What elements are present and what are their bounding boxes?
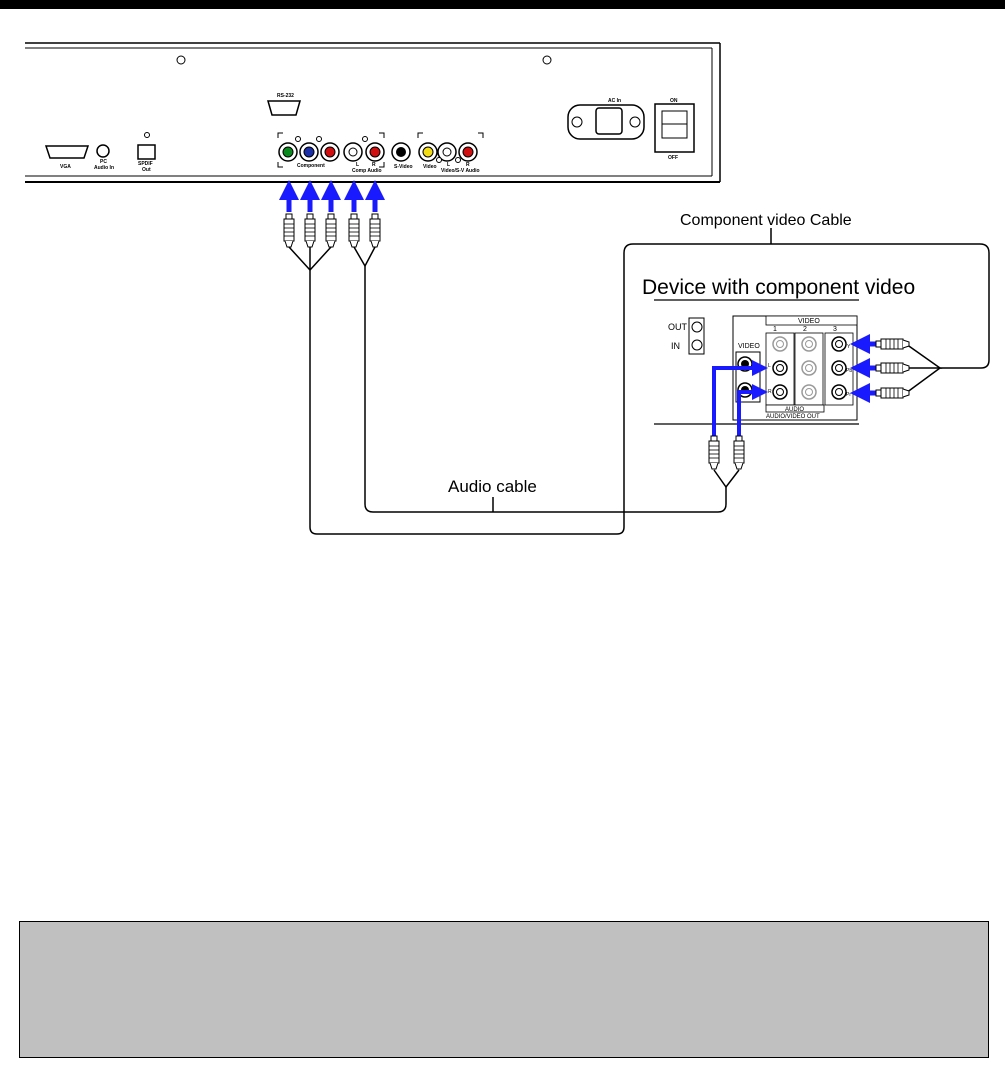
svg-text:PC: PC	[100, 159, 107, 165]
screw-icon	[176, 55, 186, 65]
svg-text:Video: Video	[423, 164, 437, 170]
ac-in-label: AC In	[608, 98, 621, 104]
tv-input-arrows	[279, 180, 385, 212]
svg-text:AUDIO: AUDIO	[785, 407, 804, 413]
component-cable-label: Component video Cable	[680, 212, 852, 229]
on-label: ON	[670, 98, 678, 104]
top-rule	[0, 0, 1005, 9]
screw-icon	[542, 55, 552, 65]
svg-text:OUT: OUT	[668, 322, 688, 332]
rca-plug-icon	[369, 213, 381, 248]
svg-text:Comp Audio: Comp Audio	[352, 168, 382, 174]
rs232-port	[267, 100, 301, 116]
svg-text:R: R	[372, 162, 376, 168]
svg-text:L: L	[768, 363, 771, 369]
rca-plug-icon	[325, 213, 337, 248]
rs232-label: RS-232	[277, 93, 294, 99]
device-panel: Device with component video OUT IN VIDEO…	[642, 276, 915, 425]
svg-text:3: 3	[833, 326, 837, 333]
svg-text:S-Video: S-Video	[394, 164, 413, 170]
device-video-connectors	[850, 334, 910, 403]
tv-back-panel: RS-232 AC In ON OFF VGA PC Audio In SPDI…	[25, 42, 721, 183]
note-box	[19, 921, 989, 1058]
device-audio-connectors	[708, 360, 768, 470]
svg-text:VIDEO: VIDEO	[738, 343, 760, 350]
rca-plug-icon	[348, 213, 360, 248]
svg-text:IN: IN	[671, 341, 680, 351]
rca-plug-icon	[875, 362, 910, 374]
svg-text:Pr: Pr	[846, 392, 851, 398]
blue-arrow-icon	[712, 360, 768, 438]
svg-text:Y: Y	[847, 344, 851, 350]
svg-text:R: R	[466, 162, 470, 168]
rca-plug-icon	[283, 213, 295, 248]
audio-cable-label: Audio cable	[448, 477, 537, 496]
vga-port	[44, 145, 90, 159]
svg-text:VIDEO: VIDEO	[798, 318, 820, 325]
svg-text:2: 2	[803, 326, 807, 333]
svg-text:SPDIF: SPDIF	[138, 161, 153, 167]
pc-audio-jack	[96, 144, 110, 158]
svg-text:Audio In: Audio In	[94, 165, 114, 171]
rca-plug-icon	[733, 435, 745, 470]
rca-plug-icon	[875, 387, 910, 399]
svg-text:1: 1	[773, 326, 777, 333]
tv-side-plugs	[283, 213, 381, 248]
cables	[288, 228, 990, 535]
spdif-port	[137, 144, 156, 160]
rca-plug-icon	[304, 213, 316, 248]
svg-text:L: L	[356, 162, 359, 168]
svg-text:Video/S-V Audio: Video/S-V Audio	[441, 168, 480, 174]
blue-arrow-icon	[737, 384, 768, 438]
svg-text:Pb: Pb	[846, 368, 852, 374]
off-label: OFF	[668, 155, 678, 161]
svg-text:L: L	[447, 162, 450, 168]
rca-plug-icon	[708, 435, 720, 470]
svg-text:AUDIO/VIDEO OUT: AUDIO/VIDEO OUT	[766, 414, 820, 420]
component-label: Component	[297, 163, 325, 169]
device-title: Device with component video	[642, 276, 915, 299]
rca-plug-icon	[875, 338, 910, 350]
connection-diagram: RS-232 AC In ON OFF VGA PC Audio In SPDI…	[25, 42, 990, 535]
vga-label: VGA	[60, 164, 71, 170]
svg-text:R: R	[768, 389, 772, 395]
svg-text:Out: Out	[142, 167, 151, 173]
